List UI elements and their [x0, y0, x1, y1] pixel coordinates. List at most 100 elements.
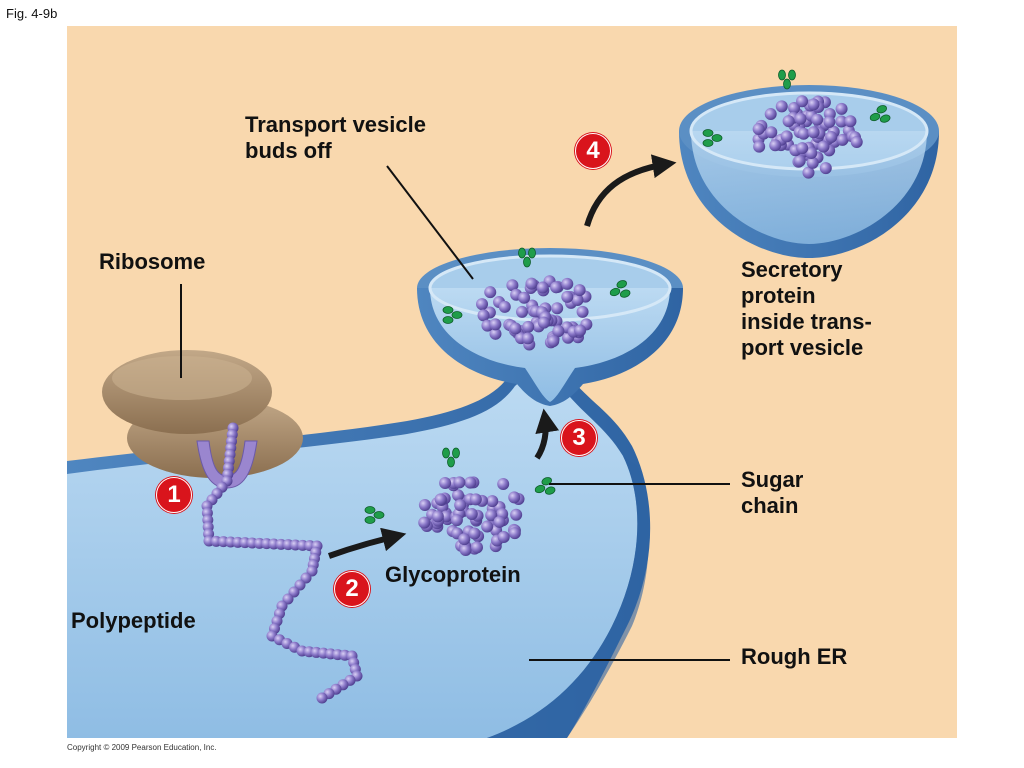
sugar-chain-glyph	[364, 506, 385, 524]
glycoprotein-in-bud	[476, 275, 593, 351]
amino-acid-bead	[823, 115, 836, 128]
amino-acid-bead	[538, 316, 551, 329]
label-transport-vesicle: Transport vesicle buds off	[245, 112, 426, 163]
amino-acid-bead	[547, 335, 560, 348]
amino-acid-bead	[797, 127, 810, 140]
sugar-chain-glyph	[534, 477, 556, 495]
amino-acid-bead	[497, 477, 510, 490]
step-3-arrow	[534, 408, 560, 460]
amino-acid-bead	[465, 507, 478, 520]
amino-acid-bead	[764, 108, 777, 121]
amino-acid-bead	[477, 309, 490, 322]
amino-acid-bead	[476, 298, 489, 311]
amino-acid-bead	[486, 495, 499, 508]
amino-acid-bead	[509, 322, 522, 335]
amino-acid-bead	[418, 498, 431, 511]
translocation-channel	[196, 440, 258, 489]
label-secretory-protein: Secretory protein inside trans- port ves…	[741, 257, 872, 360]
sugar-chain-glyph	[518, 247, 536, 268]
amino-acid-bead	[807, 98, 820, 111]
amino-acid-bead	[525, 277, 538, 290]
label-sugar-chain: Sugar chain	[741, 467, 804, 518]
amino-acid-bead	[452, 489, 465, 502]
amino-acid-bead	[775, 100, 788, 113]
amino-acid-bead	[489, 327, 502, 340]
amino-acid-bead	[802, 166, 815, 179]
amino-acid-bead	[551, 302, 564, 315]
amino-acid-bead	[793, 154, 806, 167]
diagram-illustration	[67, 69, 939, 738]
amino-acid-bead	[459, 543, 472, 556]
polypeptide-chain	[201, 422, 363, 704]
amino-acid-bead	[434, 493, 447, 506]
amino-acid-bead	[835, 102, 848, 115]
label-ribosome: Ribosome	[99, 249, 206, 274]
amino-acid-bead	[805, 147, 818, 160]
amino-acid-bead	[817, 140, 830, 153]
step-4-arrow	[584, 154, 677, 227]
amino-acid-bead	[561, 277, 574, 290]
amino-acid-bead	[836, 133, 849, 146]
sugar-chain-glyph	[778, 69, 796, 90]
sugar-chain-glyph	[442, 447, 460, 468]
amino-acid-bead	[518, 291, 531, 304]
amino-acid-bead	[753, 140, 766, 153]
amino-acid-bead	[450, 514, 463, 527]
amino-acid-bead	[522, 320, 535, 333]
amino-acid-bead	[788, 102, 801, 115]
amino-acid-bead	[469, 493, 482, 506]
amino-acid-bead	[765, 126, 778, 139]
step-badge-3: 3	[561, 420, 597, 456]
sugar-chain-glyph	[442, 306, 463, 324]
amino-acid-bead	[489, 318, 502, 331]
budding-vesicle	[417, 248, 683, 406]
step-badge-4: 4	[575, 133, 611, 169]
amino-acid-bead	[550, 281, 563, 294]
amino-acid-bead	[493, 515, 506, 528]
amino-acid-bead	[794, 112, 807, 125]
ribosome	[102, 350, 303, 478]
amino-acid-bead	[835, 115, 848, 128]
amino-acid-bead	[316, 692, 328, 704]
sugar-chain-glyph	[702, 129, 723, 147]
figure-label: Fig. 4-9b	[6, 6, 58, 21]
label-rough-er: Rough ER	[741, 644, 848, 669]
amino-acid-bead	[454, 499, 467, 512]
amino-acid-bead	[439, 477, 452, 490]
amino-acid-bead	[571, 293, 584, 306]
amino-acid-bead	[453, 476, 466, 489]
amino-acid-bead	[850, 136, 863, 149]
amino-acid-bead	[498, 300, 511, 313]
amino-acid-bead	[561, 290, 574, 303]
amino-acid-bead	[573, 284, 586, 297]
amino-acid-bead	[780, 130, 793, 143]
glycoprotein-in-er	[418, 476, 525, 556]
step-badge-1: 1	[156, 477, 192, 513]
amino-acid-bead	[508, 527, 521, 540]
amino-acid-bead	[782, 115, 795, 128]
amino-acid-bead	[497, 530, 510, 543]
secretory-protein-in-vesicle	[752, 95, 863, 179]
amino-acid-bead	[825, 131, 838, 144]
amino-acid-bead	[470, 541, 483, 554]
amino-acid-bead	[807, 126, 820, 139]
amino-acid-bead	[484, 286, 497, 299]
leader-transport-vesicle	[386, 165, 474, 280]
copyright-notice: Copyright © 2009 Pearson Education, Inc.	[67, 743, 217, 752]
amino-acid-bead	[796, 142, 809, 155]
amino-acid-bead	[516, 305, 529, 318]
sugar-chain-glyph	[609, 280, 631, 298]
step-2-arrow	[327, 527, 407, 559]
diagram-panel: Transport vesicle buds off Ribosome Secr…	[67, 26, 957, 738]
amino-acid-bead	[752, 123, 765, 136]
amino-acid-bead	[510, 508, 523, 521]
sugar-chain-glyph	[869, 105, 891, 123]
amino-acid-bead	[769, 139, 782, 152]
label-glycoprotein: Glycoprotein	[385, 562, 521, 587]
amino-acid-bead	[506, 279, 519, 292]
amino-acid-bead	[552, 325, 565, 338]
amino-acid-bead	[844, 115, 857, 128]
amino-acid-bead	[811, 113, 824, 126]
amino-acid-bead	[574, 324, 587, 337]
amino-acid-bead	[485, 509, 498, 522]
